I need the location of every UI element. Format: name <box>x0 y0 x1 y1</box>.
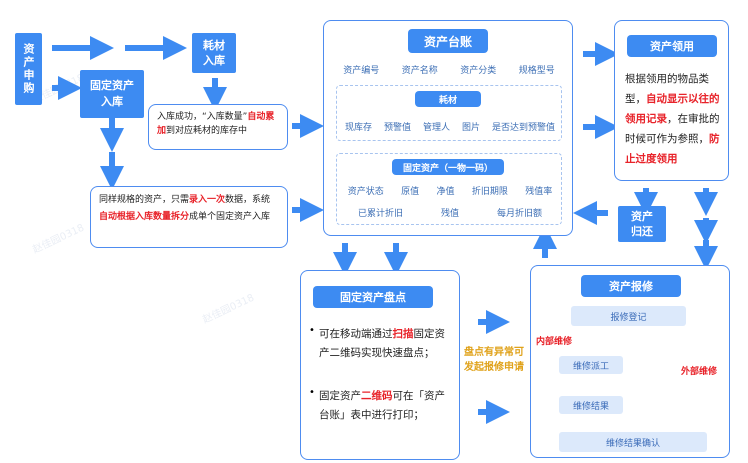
usage-red1: 自动显示以往的领用记录 <box>625 93 720 125</box>
consumable-field: 现库存 <box>344 123 372 133</box>
ledger-fields: 资产编号 资产名称 资产分类 规格型号 <box>332 63 566 76</box>
fixed-field: 资产状态 <box>347 187 384 197</box>
fixed-field: 残值率 <box>525 187 553 197</box>
inventory-red2: 二维码 <box>361 390 393 402</box>
consumable-in-line1: 耗材 <box>203 39 225 52</box>
fixed-section: 固定资产（一物一码） 资产状态 原值 净值 折旧期限 残值率 已累计折旧 残值 … <box>336 153 562 225</box>
consumable-note-text1: 入库成功，“入库数量” <box>157 112 248 122</box>
exception-note: 盘点有异常可发起报修申请 <box>464 347 524 373</box>
ledger-panel: 资产台账 资产编号 资产名称 资产分类 规格型号 耗材 现库存 预警值 管理人 … <box>323 20 573 236</box>
fixed-note-text2: 数据，系统 <box>225 195 271 205</box>
fixed-note-red1: 录入一次 <box>189 195 226 205</box>
inventory-text2: 固定资产二维码实现快速盘点； <box>319 328 445 359</box>
consumable-fields: 现库存 预警值 管理人 图片 是否达到预警值 <box>339 120 561 133</box>
fixed-fields-row2: 已累计折旧 残值 每月折旧额 <box>339 206 561 219</box>
usage-title: 资产领用 <box>627 35 717 57</box>
ledger-title: 资产台账 <box>408 29 488 53</box>
bullet-dot: • <box>309 325 315 336</box>
fixed-field: 原值 <box>401 187 420 197</box>
ledger-field: 规格型号 <box>518 66 555 76</box>
repair-title: 资产报修 <box>581 275 681 297</box>
repair-result: 维修结果 <box>559 396 623 414</box>
consumable-in-box: 耗材 入库 <box>192 33 236 73</box>
inventory-red1: 扫描 <box>392 328 414 340</box>
inventory-bullet-1: 可在移动端通过扫描固定资产二维码实现快速盘点； <box>319 325 453 363</box>
ledger-field: 资产编号 <box>343 66 380 76</box>
repair-dispatch: 维修派工 <box>559 356 623 374</box>
fixed-fields-row1: 资产状态 原值 净值 折旧期限 残值率 <box>339 184 561 197</box>
fixed-in-box: 固定资产 入库 <box>80 70 144 118</box>
repair-confirm: 维修结果确认 <box>559 432 707 452</box>
inventory-title: 固定资产盘点 <box>313 286 433 308</box>
fixed-section-title: 固定资产（一物一码） <box>392 159 504 175</box>
consumable-note-red: 自动累加 <box>157 112 275 136</box>
usage-red2: 防止过度领用 <box>625 133 720 165</box>
ledger-field: 资产名称 <box>401 66 438 76</box>
fixed-field: 折旧期限 <box>471 187 508 197</box>
inventory-panel: 固定资产盘点 可在移动端通过扫描固定资产二维码实现快速盘点； • 固定资产二维码… <box>300 270 460 460</box>
purchase-box: 资产申购 <box>15 33 42 105</box>
return-box: 资产 归还 <box>618 206 666 242</box>
fixed-note-text1: 同样规格的资产，只需 <box>99 195 190 205</box>
fixed-note: 同样规格的资产，只需录入一次数据，系统自动根据入库数量拆分成单个固定资产入库 <box>90 186 288 248</box>
bullet-dot: • <box>309 387 315 398</box>
fixed-field: 残值 <box>440 209 459 219</box>
inventory-text1: 可在移动端通过 <box>319 328 393 340</box>
fixed-field: 已累计折旧 <box>357 209 403 219</box>
repair-register: 报修登记 <box>571 306 686 326</box>
return-line2: 归还 <box>631 225 653 238</box>
consumable-section: 耗材 现库存 预警值 管理人 图片 是否达到预警值 <box>336 85 562 141</box>
usage-desc: 根据领用的物品类型，自动显示以往的领用记录，在审批的时候可作为参照，防止过度领用 <box>625 69 725 169</box>
ledger-field: 资产分类 <box>460 66 497 76</box>
consumable-note: 入库成功，“入库数量”自动累加到对应耗材的库存中 <box>148 104 288 150</box>
return-line1: 资产 <box>631 210 653 223</box>
consumable-in-line2: 入库 <box>203 54 225 67</box>
consumable-section-title: 耗材 <box>415 91 481 107</box>
fixed-note-red2: 自动根据入库数量拆分 <box>99 212 190 222</box>
usage-text2: ，在审批的时候可作为参照， <box>625 113 720 145</box>
repair-panel: 资产报修 报修登记 内部维修 外部维修 维修派工 维修结果 维修结果确认 <box>530 265 730 458</box>
usage-text1: 根据领用的物品类型， <box>625 73 709 105</box>
fixed-note-text3: 成单个固定资产入库 <box>189 212 271 222</box>
consumable-field: 图片 <box>461 123 480 133</box>
fixed-field: 每月折旧额 <box>496 209 542 219</box>
external-repair-label: 外部维修 <box>681 367 718 377</box>
fixed-in-line1: 固定资产 <box>90 79 134 92</box>
internal-repair-label: 内部维修 <box>536 337 573 347</box>
fixed-field: 净值 <box>436 187 455 197</box>
inventory-text4: 可在「资产台账」表中进行打印； <box>319 390 445 421</box>
consumable-field: 管理人 <box>422 123 450 133</box>
fixed-in-line2: 入库 <box>101 95 123 108</box>
inventory-text3: 固定资产 <box>319 390 361 402</box>
usage-panel: 资产领用 根据领用的物品类型，自动显示以往的领用记录，在审批的时候可作为参照，防… <box>614 20 729 181</box>
consumable-note-text2: 到对应耗材的库存中 <box>166 126 248 136</box>
consumable-field: 预警值 <box>383 123 411 133</box>
inventory-bullet-2: 固定资产二维码可在「资产台账」表中进行打印； <box>319 387 453 425</box>
consumable-field: 是否达到预警值 <box>491 123 555 133</box>
